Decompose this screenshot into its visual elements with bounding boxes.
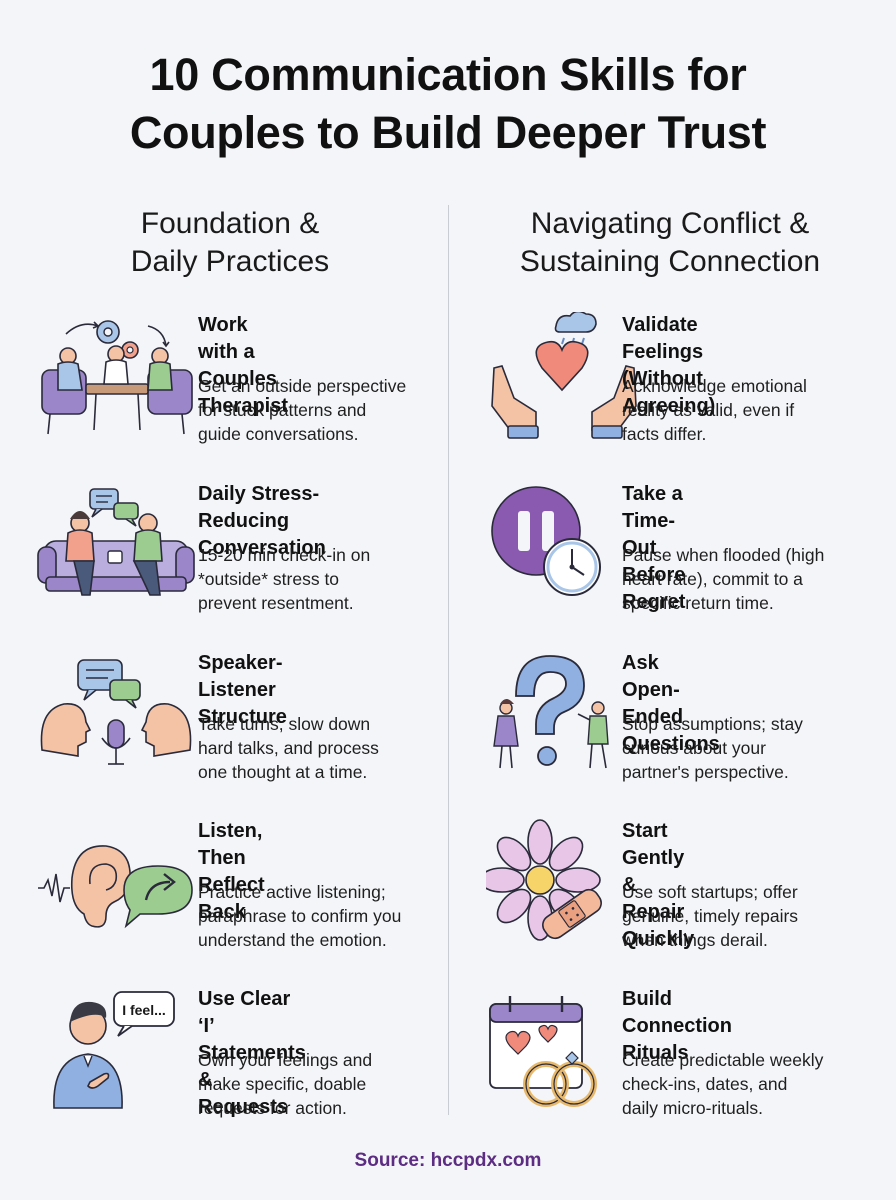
skill-desc-line: 15-20 min check-in on	[198, 545, 371, 565]
skill-desc-line: hard talks, and process	[198, 738, 379, 758]
skill-title-line: Build Connection	[622, 988, 732, 1037]
title-line-1: 10 Communication Skills for	[149, 49, 747, 100]
skill-title-line: Use Clear ‘I’	[198, 988, 291, 1037]
calendar-rings-icon	[489, 996, 597, 1107]
skill-description: Stop assumptions; stay curious about you…	[622, 712, 872, 784]
skill-title-line: Quickly	[622, 928, 695, 950]
skill-title-line: Listen, Then Reflect	[198, 820, 265, 896]
i-feel-bubble-text: I feel...	[122, 1002, 166, 1018]
skill-description: Create predictable weekly check-ins, dat…	[622, 1048, 882, 1120]
skill-title-line: Questions	[622, 733, 720, 755]
skill-desc-line: guide conversations.	[198, 424, 359, 444]
page-title: 10 Communication Skills for Couples to B…	[0, 46, 896, 162]
skill-desc-line: Stop assumptions; stay	[622, 714, 803, 734]
skill-title-line: Start Gently & Repair	[622, 820, 685, 923]
skill-desc-line: Practice active listening;	[198, 882, 386, 902]
skill-title-line: Statements & Requests	[198, 1042, 306, 1118]
skill-desc-line: one thought at a time.	[198, 762, 368, 782]
skill-description: Get an outside perspective for stuck pat…	[198, 374, 438, 446]
skill-title-line: Couples Therapist	[198, 368, 289, 417]
skill-title-line: Speaker-Listener	[198, 652, 283, 701]
skill-description: Take turns, slow down hard talks, and pr…	[198, 712, 438, 784]
skill-description: Own your feelings and make specific, doa…	[198, 1048, 448, 1120]
skill-title: Build Connection Rituals	[622, 986, 732, 1067]
skill-desc-line: Use soft startups; offer	[622, 882, 798, 902]
skill-title-line: Daily Stress-Reducing	[198, 483, 320, 532]
pause-clock-icon	[491, 486, 601, 596]
skill-desc-line: prevent resentment.	[198, 593, 354, 613]
left-column-heading: Foundation & Daily Practices	[20, 205, 440, 281]
skill-title-line: Rituals	[622, 1042, 689, 1064]
skill-desc-line: heart rate), commit to a	[622, 569, 803, 589]
skill-title: Validate Feelings (Without Agreeing)	[622, 312, 715, 420]
skill-description: Pause when flooded (high heart rate), co…	[622, 543, 882, 615]
skill-desc-line: Get an outside perspective	[198, 376, 407, 396]
skill-title-line: Work with a	[198, 314, 255, 363]
question-mark-icon	[493, 655, 609, 769]
skill-title: Speaker-Listener Structure	[198, 650, 287, 731]
skill-desc-line: Own your feelings and	[198, 1050, 373, 1070]
skill-desc-line: paraphrase to confirm you	[198, 906, 402, 926]
skill-title-line: Structure	[198, 706, 287, 728]
skill-title: Use Clear ‘I’ Statements & Requests	[198, 986, 306, 1121]
hands-heart-icon	[491, 312, 637, 439]
skill-desc-line: requests for action.	[198, 1098, 347, 1118]
column-divider	[448, 205, 449, 1115]
skill-description: 15-20 min check-in on *outside* stress t…	[198, 543, 438, 615]
skill-desc-line: curious about your	[622, 738, 766, 758]
skill-desc-line: make specific, doable	[198, 1074, 367, 1094]
skill-desc-line: *outside* stress to	[198, 569, 340, 589]
skill-title: Daily Stress-Reducing Conversation	[198, 481, 326, 562]
skill-title: Work with a Couples Therapist	[198, 312, 288, 420]
skill-desc-line: Take turns, slow down	[198, 714, 371, 734]
skill-description: Practice active listening; paraphrase to…	[198, 880, 458, 952]
right-heading-line-1: Navigating Conflict &	[530, 207, 810, 240]
skill-title: Ask Open-Ended Questions	[622, 650, 720, 758]
skill-desc-line: facts differ.	[622, 424, 707, 444]
skill-desc-line: daily micro-rituals.	[622, 1098, 763, 1118]
ear-reflect-icon	[38, 845, 193, 929]
skill-description: Acknowledge emotional reality as valid, …	[622, 374, 872, 446]
skill-desc-line: partner's perspective.	[622, 762, 789, 782]
skill-desc-line: genuine, timely repairs	[622, 906, 799, 926]
skill-description: Use soft startups; offer genuine, timely…	[622, 880, 872, 952]
skill-title-line: Before Regret	[622, 564, 686, 613]
flower-bandage-icon	[486, 819, 602, 941]
left-heading-line-1: Foundation &	[140, 207, 320, 240]
skill-desc-line: for stuck patterns and	[198, 400, 367, 420]
skill-desc-line: when things derail.	[622, 930, 768, 950]
skill-title: Start Gently & Repair Quickly	[622, 818, 694, 953]
skill-title-line: Back	[198, 901, 246, 923]
skill-title: Take a Time-Out Before Regret	[622, 481, 685, 616]
therapy-session-icon	[41, 320, 193, 435]
skill-title-line: (Without Agreeing)	[622, 368, 716, 417]
skill-desc-line: understand the emotion.	[198, 930, 387, 950]
skill-title-line: Conversation	[198, 537, 326, 559]
skill-desc-line: Pause when flooded (high	[622, 545, 825, 565]
source-credit: Source: hccpdx.com	[354, 1150, 542, 1171]
title-line-2: Couples to Build Deeper Trust	[129, 107, 767, 158]
skill-desc-line: check-ins, dates, and	[622, 1074, 788, 1094]
skill-title-line: Take a Time-Out	[622, 483, 683, 559]
left-heading-line-2: Daily Practices	[130, 245, 330, 278]
right-column-heading: Navigating Conflict & Sustaining Connect…	[455, 205, 885, 281]
speaker-listener-icon	[40, 659, 192, 765]
couple-on-sofa-icon	[37, 488, 195, 596]
skill-desc-line: Acknowledge emotional	[622, 376, 807, 396]
skill-title-line: Validate Feelings	[622, 314, 704, 363]
skill-desc-line: reality as valid, even if	[622, 400, 795, 420]
right-heading-line-2: Sustaining Connection	[519, 245, 821, 278]
skill-title-line: Ask Open-Ended	[622, 652, 684, 728]
skill-desc-line: Create predictable weekly	[622, 1050, 824, 1070]
i-feel-person-icon: I feel...	[53, 991, 175, 1109]
skill-title: Listen, Then Reflect Back	[198, 818, 265, 926]
skill-desc-line: specific return time.	[622, 593, 774, 613]
